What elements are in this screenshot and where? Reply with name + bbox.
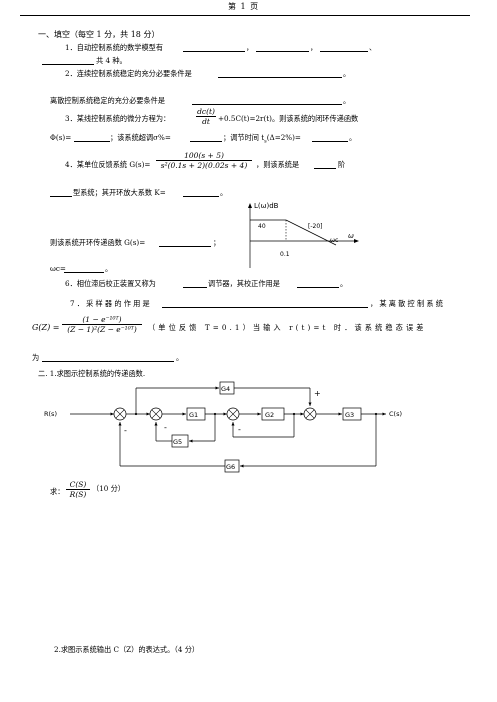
q2-blank[interactable] <box>218 77 342 78</box>
section1-title: 一、填空（每空 1 分，共 18 分） <box>38 30 160 39</box>
q4-frac-num: 100(s + 5) <box>156 151 252 161</box>
q6-end: 。 <box>340 279 348 288</box>
q4-blank-type[interactable] <box>50 196 72 197</box>
section2-q2: 2.求图示系统输出 C（Z）的表达式。（4 分） <box>54 645 200 654</box>
ask-points: （10 分） <box>92 484 125 493</box>
q6-blank-1[interactable] <box>183 287 207 288</box>
q2b-blank[interactable] <box>192 104 342 105</box>
block-g3-label: G3 <box>345 411 354 419</box>
ask-frac-den: R(S) <box>69 490 87 499</box>
bode-wc-label: ωc <box>330 237 338 244</box>
q5-end: 。 <box>105 264 113 273</box>
q1-sep1: ， <box>246 43 254 52</box>
diagram-input: R(s) <box>44 410 57 418</box>
q7-transfer: (1 − e⁻¹⁰ᵀ) (Z − 1)²(Z − e⁻¹⁰ᵀ) <box>62 315 142 334</box>
q1-blank-3[interactable] <box>320 51 368 52</box>
q7-blank-2[interactable] <box>42 361 174 362</box>
bode-y-arrow <box>248 203 252 208</box>
q5-blank-g[interactable] <box>159 246 211 247</box>
q1-line2: 共 4 种。 <box>96 56 127 65</box>
q7-line2: 为 <box>32 353 40 362</box>
q3-frac-den: dt <box>202 117 210 126</box>
sign-outer-minus: - <box>124 426 127 435</box>
bode-y-tick: 40 <box>258 223 266 230</box>
q6-text: 6．相位滞后校正装置又称为 <box>65 279 156 288</box>
q3-blank-settle[interactable] <box>312 141 348 142</box>
header-rule <box>20 15 470 16</box>
q3-phi: Φ(s)= <box>50 133 72 142</box>
q1-sep3: 、 <box>369 43 377 52</box>
q5-wc: ωc= <box>50 264 66 273</box>
q2-text: 2．连续控制系统稳定的充分必要条件是 <box>65 69 192 78</box>
ask-fraction: C(S) R(S) <box>66 480 90 499</box>
ask-prefix: 求： <box>50 487 65 496</box>
ask-frac-num: C(S) <box>66 480 90 490</box>
q4-prefix: 4．某单位反馈系统 G(s)= <box>65 160 151 169</box>
q7-blank-1[interactable] <box>162 307 368 308</box>
q7-mid: ，某离散控制系统 <box>370 299 446 308</box>
q3-frac-num: dc(t) <box>196 107 216 117</box>
q2b-end: 。 <box>343 96 351 105</box>
q5-text: 则该系统开环传递函数 G(s)= <box>50 238 146 247</box>
q4-end: 。 <box>220 188 228 197</box>
q4-blank-k[interactable] <box>183 196 219 197</box>
q3-settle-label: ；调节时间 t <box>223 133 265 142</box>
sign-g5-minus: - <box>164 423 167 432</box>
q3-blank-phi[interactable] <box>74 141 110 142</box>
q3-settle: ；调节时间 ts(Δ=2%)= <box>223 133 301 146</box>
q4-suffix: ，则该系统是 <box>256 160 300 169</box>
sign-g2-minus: - <box>238 425 241 434</box>
page-header: 第 1 页 <box>228 2 260 11</box>
q3-end: 。 <box>349 133 357 142</box>
q2b-text: 离散控制系统稳定的充分必要条件是 <box>50 96 166 105</box>
bode-slope-segment <box>285 219 337 246</box>
q3-overshoot: ；该系统超调σ%= <box>110 133 171 142</box>
q3-settle-cond: (Δ=2%)= <box>266 133 301 142</box>
q1-sep2: ， <box>310 43 318 52</box>
q6-mid: 调节器，其校正作用是 <box>208 279 280 288</box>
q4-transfer: 100(s + 5) s²(0.1s + 2)(0.02s + 4) <box>156 151 252 170</box>
block-g4-label: G4 <box>221 385 230 393</box>
block-g2-label: G2 <box>265 411 274 419</box>
q3-settle-sub: s <box>264 138 267 145</box>
q2-end: 。 <box>343 69 351 78</box>
sign-g4-plus: + <box>314 389 321 398</box>
q1-blank-1[interactable] <box>183 51 245 52</box>
bode-slope-label: [-20] <box>308 223 322 230</box>
block-g6-label: G6 <box>226 463 235 471</box>
bode-x-tick: 0.1 <box>280 251 290 258</box>
q1-text: 1．自动控制系统的数学模型有 <box>65 43 164 52</box>
q3-prefix: 3．某线控制系统的微分方程为： <box>65 114 171 123</box>
q7-cond: （单位反馈 T=0.1）当输入 r(t)=t 时．该系统稳态误差 <box>148 323 427 332</box>
bode-ylabel: L(ω)dB <box>254 202 279 210</box>
q1-blank-2[interactable] <box>256 51 309 52</box>
q7-frac-num: (1 − e⁻¹⁰ᵀ) <box>62 315 142 325</box>
q7-end: 。 <box>176 353 184 362</box>
section2-title: 二. 1.求图示控制系统的传递函数. <box>38 369 146 378</box>
q7-frac-den: (Z − 1)²(Z − e⁻¹⁰ᵀ) <box>67 325 137 334</box>
q4-frac-den: s²(0.1s + 2)(0.02s + 4) <box>160 161 248 170</box>
q1-blank-4[interactable] <box>42 64 94 65</box>
q3-mid: +0.5C(t)=2r(t)。则该系统的闭环传递函数 <box>218 114 359 123</box>
q4-blank-order[interactable] <box>314 168 336 169</box>
block-g5-label: G5 <box>173 438 182 446</box>
block-g1-label: G1 <box>189 411 198 419</box>
q3-derivative: dc(t) dt <box>196 107 216 126</box>
q7-gz-prefix: G(Z) = <box>32 323 60 332</box>
q4-line2: 型系统；其开环放大系数 K= <box>73 188 166 197</box>
bode-x-label: ω <box>348 232 354 240</box>
bode-x-arrow <box>354 239 359 243</box>
q3-blank-overshoot[interactable] <box>190 141 222 142</box>
diagram-output: C(s) <box>389 410 402 418</box>
q5-sep: ； <box>213 238 221 247</box>
q5-blank-wc[interactable] <box>64 272 104 273</box>
q7-text: 7．采样器的作用是 <box>70 299 152 308</box>
q6-blank-2[interactable] <box>297 287 339 288</box>
q4-order: 阶 <box>338 160 346 169</box>
